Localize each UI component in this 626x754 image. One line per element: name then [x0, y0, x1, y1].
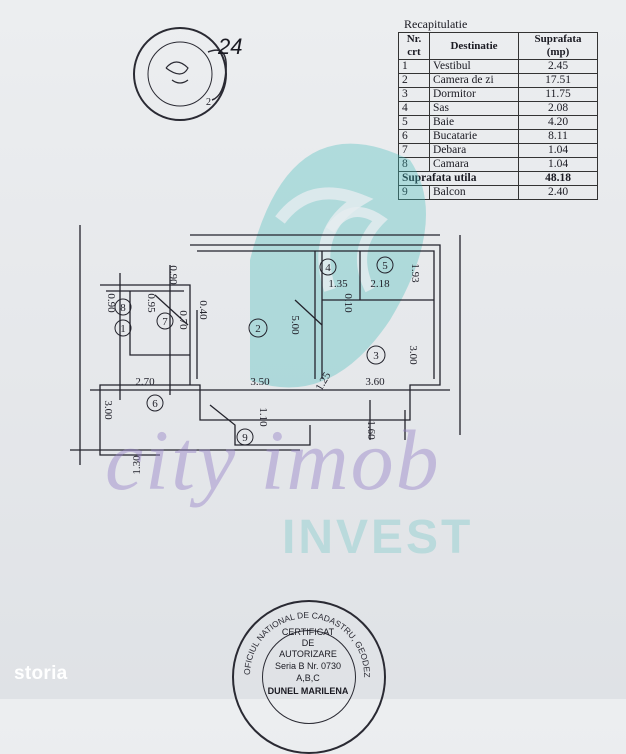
room-label: 9 — [242, 432, 248, 444]
row-name: Camara — [429, 157, 519, 172]
dim-label: 0.95 — [145, 293, 157, 313]
row-name: Sas — [429, 101, 519, 116]
dim-label: 3.50 — [250, 376, 270, 388]
room-label: 2 — [255, 323, 261, 335]
dim-label: 2.18 — [370, 278, 390, 290]
floor-plan: 8 1 7 2 3 4 5 6 9 2.70 3.50 3.60 5.00 3.… — [70, 225, 461, 475]
room-marker — [114, 298, 132, 316]
row-name: Balcon — [429, 185, 519, 200]
stamp-line6: DUNEL MARILENA — [267, 686, 349, 696]
stamp-ring-text: OFICIUL NATIONAL DE CADASTRU, GEODEZIE S… — [232, 600, 372, 678]
row-name: Dormitor — [429, 87, 519, 102]
stamp-line3: AUTORIZARE — [279, 649, 337, 659]
room-label: 8 — [120, 302, 126, 314]
room-label: 7 — [162, 316, 168, 328]
row-area: 8.11 — [518, 129, 598, 144]
dim-label: 5.00 — [289, 315, 301, 335]
dim-label: 2.70 — [135, 376, 155, 388]
stamp-line5: A,B,C — [296, 673, 320, 683]
header-suprafata: Suprafata (mp) — [518, 32, 598, 60]
table-row: 8Camara1.04 — [398, 157, 598, 172]
row-area: 2.40 — [518, 185, 598, 200]
total-value: 48.18 — [518, 171, 598, 186]
stamp-number: 2 — [206, 97, 211, 108]
dim-label: 3.00 — [102, 400, 114, 420]
row-area: 1.04 — [518, 143, 598, 158]
top-stamp — [133, 27, 227, 121]
dim-label: 1.30 — [131, 455, 143, 475]
stamp-line1: CERTIFICAT — [281, 627, 335, 637]
dim-label: 1.10 — [257, 407, 269, 427]
watermark-script: city imob — [105, 412, 441, 508]
dim-label: 3.60 — [365, 376, 385, 388]
row-area: 4.20 — [518, 115, 598, 130]
room-label: 6 — [152, 398, 158, 410]
row-area: 17.51 — [518, 73, 598, 88]
dim-label: 1.35 — [328, 278, 348, 290]
room-label: 4 — [325, 262, 331, 274]
dim-label: 0.90 — [105, 293, 117, 313]
room-label: 5 — [382, 260, 388, 272]
room-label: 1 — [120, 323, 126, 335]
stamp-line4: Seria B Nr. 0730 — [274, 661, 342, 671]
row-area: 2.45 — [518, 59, 598, 74]
stamp-line2: DE — [301, 638, 315, 648]
row-nr: 1 — [398, 59, 430, 74]
handwritten-number: 24 — [218, 34, 243, 59]
recap-title: Recapitulatie — [404, 17, 468, 31]
header-destinatie: Destinatie — [429, 32, 519, 60]
dim-label: 3.00 — [407, 345, 419, 365]
dim-label: 0.70 — [177, 310, 189, 330]
storia-logo: storia — [14, 663, 68, 684]
dim-label: 0.90 — [167, 265, 179, 285]
row-area: 1.04 — [518, 157, 598, 172]
row-nr: 2 — [398, 73, 430, 88]
row-name: Camera de zi — [429, 73, 519, 88]
dim-label: 1.93 — [409, 263, 421, 283]
watermark-block: INVEST — [282, 511, 474, 564]
dim-label: 1.60 — [365, 420, 377, 440]
room-label: 3 — [373, 350, 379, 362]
table-row: 9Balcon2.40 — [398, 185, 598, 200]
row-nr: 3 — [398, 87, 430, 102]
watermark-logo — [250, 143, 426, 388]
recap-header-row: Nr. crt Destinatie Suprafata (mp) — [398, 32, 598, 60]
header-nr: Nr. crt — [398, 32, 430, 60]
row-name: Baie — [429, 115, 519, 130]
row-area: 2.08 — [518, 101, 598, 116]
row-nr: 4 — [398, 101, 430, 116]
row-area: 11.75 — [518, 87, 598, 102]
dim-label: 0.10 — [342, 293, 354, 313]
row-name: Vestibul — [429, 59, 519, 74]
dim-label: 0.40 — [197, 300, 209, 320]
